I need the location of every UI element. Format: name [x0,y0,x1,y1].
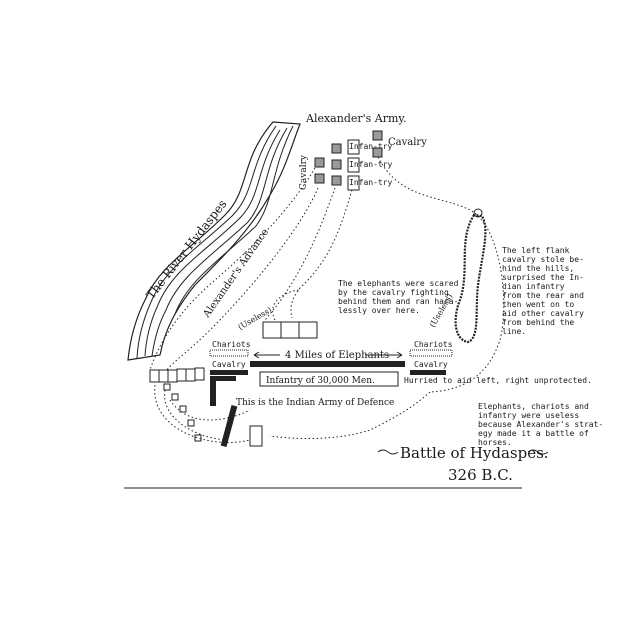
cavalry-indian-left-label: Cavalry [212,360,246,369]
alexander-cavalry-left [314,143,342,186]
cavalry-right-label: Cavalry [388,137,427,148]
alexander-cavalry-right [372,130,383,158]
hurried-label: Hurried to aid left, right unprotected. [404,376,592,385]
infantry-box [259,371,399,387]
chariots-left [209,349,249,357]
attack-paths [154,384,431,444]
unit-b-label: Infan-try [349,160,393,169]
hills-loop [454,208,487,344]
chariots-right-label: Chariots [414,340,453,349]
map-year: 326 B.C. [448,466,513,484]
cavalry-indian-right [410,370,446,375]
advance-paths [149,156,505,393]
unit-c-label: Infan-try [349,178,393,187]
elephants-label: 4 Miles of Elephants [285,350,389,361]
infantry-label: Infantry of 30,000 Men. [266,376,375,386]
alexanders-army-label: Alexander's Army. [305,112,407,125]
chariots-right [409,349,453,357]
elephant-line [250,361,405,367]
indian-left-wedge [210,376,263,448]
defence-label: This is the Indian Army of Defence [236,398,394,408]
map-title: Battle of Hydaspes. [400,444,549,462]
cavalry-indian-left [210,370,248,375]
unit-a-label: Infan-try [349,142,393,151]
cavalry-left-label: Cavalry [299,154,309,190]
cavalry-indian-right-label: Cavalry [414,360,448,369]
chariots-left-label: Chariots [212,340,251,349]
alexander-wedge [149,367,205,442]
alexander-infantry: Infan-try Infan-try Infan-try [347,139,393,191]
useless-units [262,321,318,339]
